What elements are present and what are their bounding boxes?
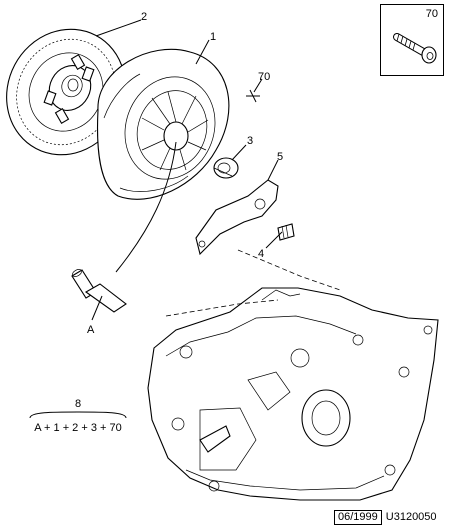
kit-number: 8 — [74, 398, 82, 410]
reference-number: 70 — [425, 8, 438, 20]
callout-70-screw: 70 — [258, 71, 270, 83]
callout-3: 3 — [247, 135, 253, 147]
callout-2: 2 — [141, 11, 147, 23]
leader-lines — [91, 19, 283, 321]
assembly-lines — [165, 249, 341, 317]
footer-date: 06/1999 — [334, 510, 382, 525]
release-bearing — [213, 157, 239, 179]
kit-formula: A + 1 + 2 + 3 + 70 — [34, 422, 122, 434]
guide-stud — [277, 223, 295, 241]
footer: 06/1999 U3120050 — [334, 510, 441, 525]
kit-bracket — [29, 411, 127, 419]
callout-5: 5 — [277, 151, 283, 163]
kit-composition: 8 A + 1 + 2 + 3 + 70 — [24, 398, 132, 434]
transmission-housing — [147, 287, 439, 501]
screw-on-plate — [246, 89, 260, 103]
reference-box: 70 — [380, 4, 444, 76]
alignment-tool — [71, 269, 127, 313]
pressure-plate — [97, 48, 230, 200]
bolt-icon — [393, 33, 437, 64]
callout-a: A — [87, 324, 95, 336]
callout-4: 4 — [258, 248, 264, 260]
clutch-disc — [6, 28, 126, 156]
callout-1: 1 — [210, 31, 216, 43]
footer-code: U3120050 — [385, 511, 437, 523]
release-fork — [195, 179, 279, 256]
